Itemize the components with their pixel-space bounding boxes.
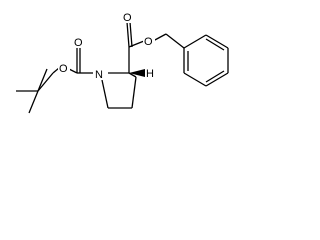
boc-ester-oxygen-label: O bbox=[59, 63, 68, 75]
ester-oxygen-label: O bbox=[144, 36, 153, 48]
ring-nitrogen-label: N bbox=[95, 69, 103, 81]
structure-diagram: N O O O O H bbox=[16, 10, 229, 114]
tert-butyl-group bbox=[16, 68, 54, 114]
stereo-hydrogen-label: H bbox=[146, 68, 154, 80]
benzyl-ester bbox=[126, 21, 185, 73]
pyrrolidine-ring bbox=[101, 72, 137, 109]
ester-carbonyl-oxygen-label: O bbox=[123, 12, 132, 24]
stereo-wedge bbox=[129, 69, 145, 77]
phenyl-ring bbox=[183, 34, 229, 87]
boc-carbonyl-oxygen-label: O bbox=[74, 37, 83, 49]
